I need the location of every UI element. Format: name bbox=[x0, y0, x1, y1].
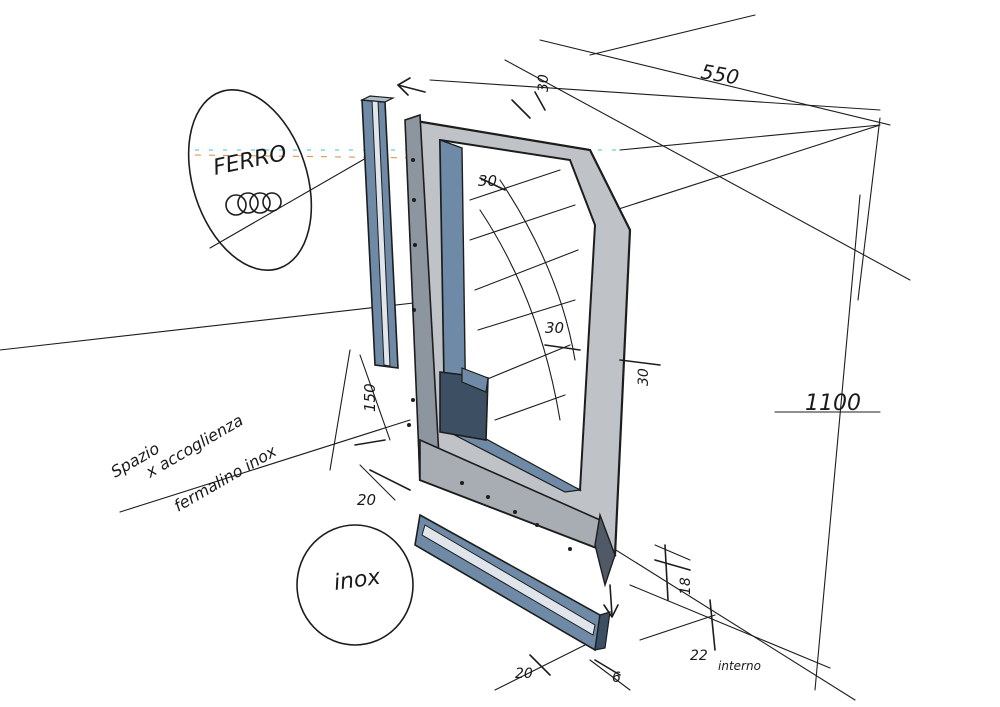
iron-profile bbox=[359, 77, 426, 369]
bolt-symbols bbox=[225, 192, 282, 216]
dimension-markers bbox=[354, 91, 691, 676]
dim-20-left: 20 bbox=[357, 491, 376, 509]
perspective-guides bbox=[0, 14, 911, 701]
inox-callout-circle bbox=[296, 524, 414, 646]
dim-150: 150 bbox=[361, 383, 379, 412]
dim-30-top: 30 bbox=[536, 74, 552, 92]
bottom-dimension-arrows bbox=[603, 544, 716, 651]
dim-22: 22 bbox=[690, 648, 708, 664]
dim-550: 550 bbox=[699, 59, 741, 89]
dim-30-mid: 30 bbox=[545, 319, 564, 337]
ferro-callout-circle bbox=[187, 89, 313, 271]
dim-30-inner: 30 bbox=[478, 172, 497, 190]
inox-profile bbox=[414, 513, 611, 652]
label-inox: inox bbox=[332, 565, 383, 596]
dim-1100: 1100 bbox=[805, 391, 861, 416]
label-ferro: FERRO bbox=[211, 141, 289, 181]
dim-18: 18 bbox=[678, 577, 694, 595]
dim-30-side: 30 bbox=[636, 368, 652, 386]
dim-interno: interno bbox=[718, 659, 761, 673]
dim-20-bottom: 20 bbox=[515, 666, 533, 682]
door-frame bbox=[404, 113, 632, 588]
dim-6: 6 bbox=[612, 670, 621, 686]
